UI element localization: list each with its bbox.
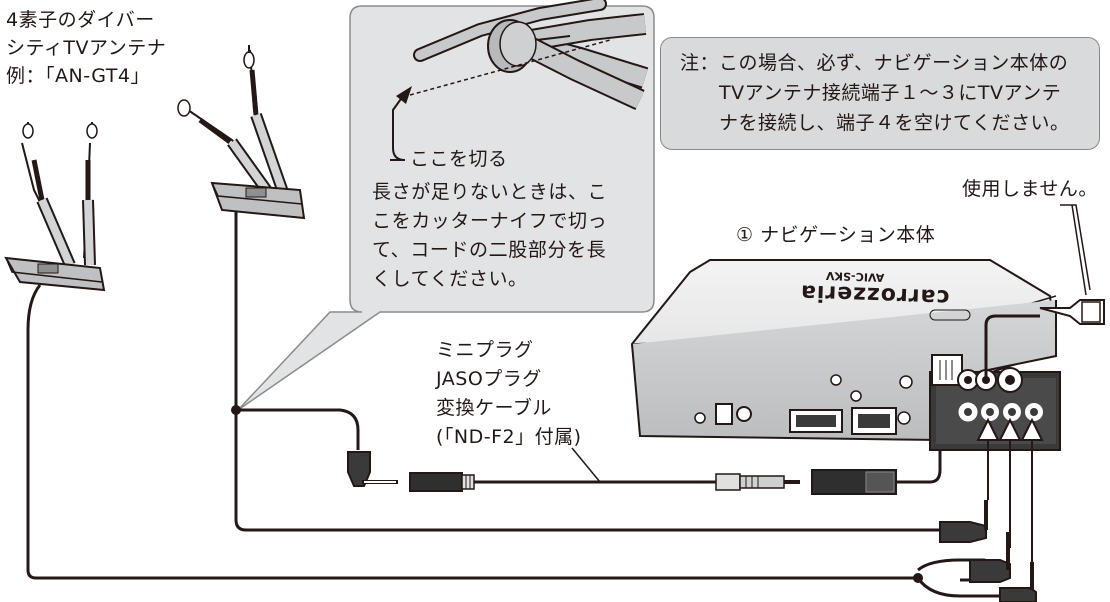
antenna-base-left (4, 256, 106, 292)
unused-label: 使用しません。 (962, 178, 1098, 200)
unit-label: ① ナビゲーション本体 (736, 224, 936, 246)
bubble-line-2: こをカッターナイフで切っ (372, 210, 608, 232)
bubble-text: 長さが足りないときは、こ こをカッターナイフで切っ て、コードの二股部分を長 く… (372, 178, 607, 294)
bubble-line-1: 長さが足りないときは、こ (372, 181, 608, 203)
cut-label: ここを切る (410, 148, 508, 170)
unused-plug (984, 204, 1105, 380)
jaso-plug (811, 380, 942, 495)
callout-bubble (237, 5, 655, 411)
antenna-element-left (21, 122, 98, 268)
antenna-cables (26, 212, 960, 580)
mini-plug-3 (916, 562, 1037, 602)
mini-plug-left (347, 451, 398, 487)
adapter-cable (409, 447, 800, 492)
device-model: AVIC-SKV (825, 268, 885, 285)
adapter-label-line-2: JASOプラグ (436, 368, 542, 390)
adapter-label: ミニプラグ JASOプラグ 変換ケーブル (「ND-F2」付属) (436, 336, 582, 452)
note-line-2: TVアンテナ接続端子１～３にTVアンテ (719, 82, 1062, 104)
device-brand: carrozzeria (799, 279, 950, 310)
cord-split-detail (390, 0, 649, 161)
antenna-label-line-2: シティTVアンテナ (6, 37, 167, 59)
navigation-unit (630, 259, 1061, 451)
mini-plug-1 (939, 500, 988, 543)
note-line-3: ナを接続し、端子４を空けてください。 (719, 112, 1070, 134)
antenna-element-right (177, 45, 290, 199)
mini-plug-2 (917, 532, 1011, 583)
note-line-1: この場合、必ず、ナビゲーション本体の (719, 52, 1069, 74)
note-prefix: 注： (680, 52, 720, 74)
terminal-arrows (976, 417, 1044, 578)
antenna-label: 4素子のダイバー シティTVアンテナ 例：「AN-GT4」 (6, 6, 166, 90)
adapter-label-line-4: (「ND-F2」付属) (436, 426, 582, 448)
split-junction (231, 405, 241, 415)
bubble-line-4: くしてください。 (372, 268, 528, 290)
bubble-line-3: て、コードの二股部分を長 (372, 239, 607, 261)
adapter-label-line-3: 変換ケーブル (436, 397, 552, 419)
note-box (660, 37, 1100, 150)
antenna-base-right (210, 181, 306, 220)
antenna-label-line-3: 例：「AN-GT4」 (6, 65, 151, 87)
note-text: 注：この場合、必ず、ナビゲーション本体の TVアンテナ接続端子１～３にTVアンテ… (680, 48, 1069, 138)
adapter-label-line-1: ミニプラグ (436, 339, 534, 361)
antenna-label-line-1: 4素子のダイバー (6, 9, 155, 31)
